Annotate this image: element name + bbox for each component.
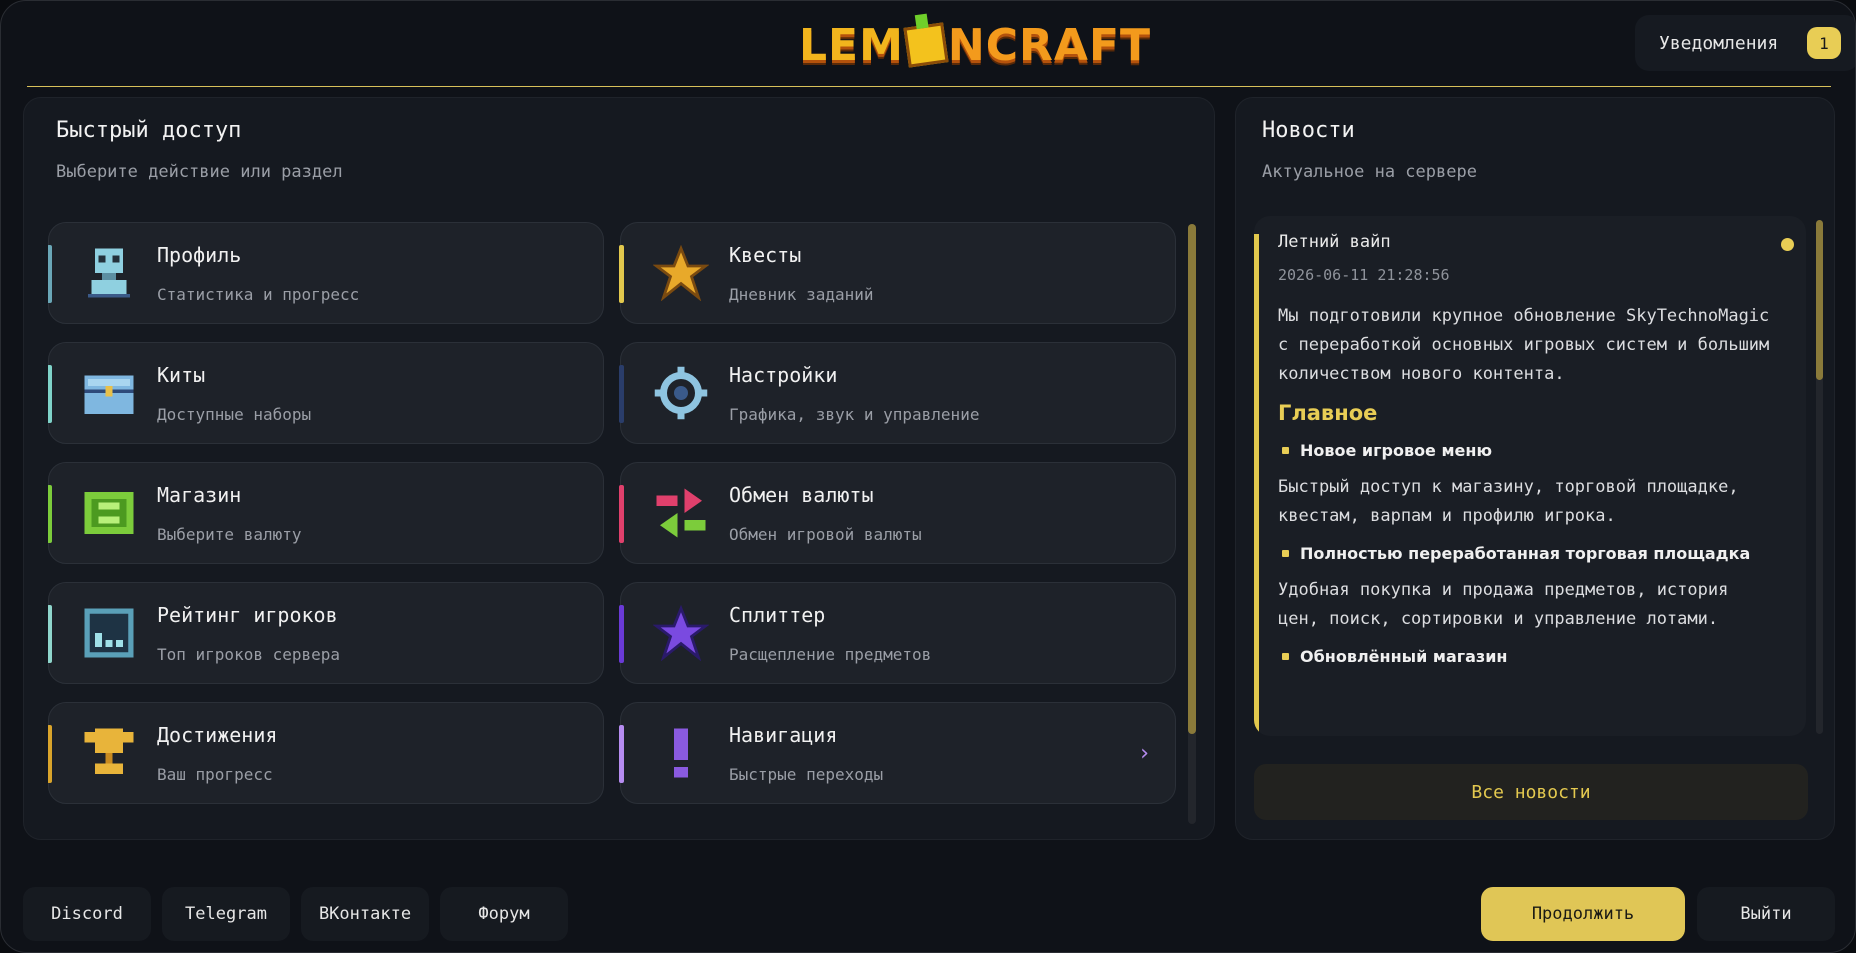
card-accent-bar bbox=[619, 245, 624, 303]
forum-button[interactable]: Форум bbox=[440, 887, 568, 941]
logo-text-left: LEM bbox=[799, 19, 904, 71]
card-title: Квесты bbox=[729, 243, 802, 267]
news-date: 2026-06-11 21:28:56 bbox=[1278, 266, 1450, 284]
telegram-button[interactable]: Telegram bbox=[162, 887, 290, 941]
news-accent-bar bbox=[1254, 234, 1259, 736]
vk-button[interactable]: ВКонтакте bbox=[301, 887, 429, 941]
card-desc: Обмен игровой валюты bbox=[729, 525, 922, 544]
lemoncraft-logo: LEM NCRAFT bbox=[799, 17, 1151, 73]
card-desc: Ваш прогресс bbox=[157, 765, 273, 784]
card-desc: Дневник заданий bbox=[729, 285, 874, 304]
card-splitter[interactable]: Сплиттер Расщепление предметов bbox=[619, 582, 1176, 684]
news-title: Новости bbox=[1262, 118, 1355, 143]
news-bullet: Новое игровое меню bbox=[1278, 436, 1778, 465]
star-purple-icon bbox=[653, 605, 709, 661]
card-leaderboard[interactable]: Рейтинг игроков Топ игроков сервера bbox=[48, 582, 604, 684]
card-desc: Топ игроков сервера bbox=[157, 645, 341, 664]
discord-button[interactable]: Discord bbox=[23, 887, 151, 941]
card-desc: Расщепление предметов bbox=[729, 645, 932, 664]
card-title: Обмен валюты bbox=[729, 483, 874, 507]
card-desc: Доступные наборы bbox=[157, 405, 312, 424]
news-paragraph: Быстрый доступ к магазину, торговой площ… bbox=[1278, 477, 1739, 526]
card-title: Магазин bbox=[157, 483, 242, 507]
card-accent-bar bbox=[48, 485, 52, 543]
continue-button[interactable]: Продолжить bbox=[1481, 887, 1685, 941]
news-bullet: Обновлённый магазин bbox=[1278, 642, 1778, 671]
card-title: Настройки bbox=[729, 363, 838, 387]
exit-button[interactable]: Выйти bbox=[1697, 887, 1835, 941]
quick-access-grid: Профиль Статистика и прогресс Квесты Дне… bbox=[48, 222, 1186, 822]
card-achievements[interactable]: Достижения Ваш прогресс bbox=[48, 702, 604, 804]
news-scrollbar-track[interactable] bbox=[1816, 220, 1823, 734]
card-desc: Выберите валюту bbox=[157, 525, 302, 544]
leaderboard-icon bbox=[84, 608, 134, 658]
card-currency-exchange[interactable]: Обмен валюты Обмен игровой валюты bbox=[619, 462, 1176, 564]
notifications-button[interactable]: Уведомления 1 bbox=[1635, 15, 1855, 71]
news-item[interactable]: Летний вайп 2026-06-11 21:28:56 Мы подго… bbox=[1254, 216, 1806, 736]
card-title: Рейтинг игроков bbox=[157, 603, 338, 627]
card-title: Профиль bbox=[157, 243, 242, 267]
unread-dot bbox=[1781, 238, 1794, 251]
exchange-icon bbox=[656, 488, 706, 538]
news-section-heading: Главное bbox=[1278, 401, 1378, 425]
card-quests[interactable]: Квесты Дневник заданий bbox=[619, 222, 1176, 324]
card-profile[interactable]: Профиль Статистика и прогресс bbox=[48, 222, 604, 324]
card-accent-bar bbox=[619, 725, 624, 783]
notifications-label: Уведомления bbox=[1659, 32, 1779, 54]
profile-icon bbox=[88, 248, 130, 298]
news-intro: Мы подготовили крупное обновление SkyTec… bbox=[1278, 306, 1770, 384]
exclamation-icon bbox=[674, 728, 688, 778]
card-title: Сплиттер bbox=[729, 603, 826, 627]
header: LEM NCRAFT Уведомления 1 bbox=[27, 1, 1855, 87]
news-subtitle: Актуальное на сервере bbox=[1262, 162, 1477, 182]
card-accent-bar bbox=[48, 365, 52, 423]
quick-access-scrollbar-thumb[interactable] bbox=[1188, 224, 1196, 734]
gear-icon bbox=[654, 366, 708, 420]
card-kits[interactable]: Киты Доступные наборы bbox=[48, 342, 604, 444]
card-title: Навигация bbox=[729, 723, 838, 747]
news-panel: Новости Актуальное на сервере Летний вай… bbox=[1235, 97, 1835, 840]
news-headline: Летний вайп bbox=[1278, 232, 1391, 252]
all-news-button[interactable]: Все новости bbox=[1254, 764, 1808, 820]
news-bullet: Полностью переработанная торговая площад… bbox=[1278, 539, 1778, 568]
notifications-count-badge: 1 bbox=[1807, 27, 1841, 59]
card-title: Киты bbox=[157, 363, 206, 387]
card-settings[interactable]: Настройки Графика, звук и управление bbox=[619, 342, 1176, 444]
quick-access-panel: Быстрый доступ Выберите действие или раз… bbox=[23, 97, 1215, 840]
lemon-cube-icon bbox=[903, 22, 949, 68]
card-title: Достижения bbox=[157, 723, 278, 747]
star-gold-icon bbox=[653, 245, 709, 301]
quick-access-title: Быстрый доступ bbox=[56, 118, 242, 143]
quick-access-subtitle: Выберите действие или раздел bbox=[56, 162, 343, 182]
chevron-right-icon: › bbox=[1137, 741, 1151, 766]
card-desc: Статистика и прогресс bbox=[157, 285, 360, 304]
card-accent-bar bbox=[619, 485, 624, 543]
card-desc: Графика, звук и управление bbox=[729, 405, 980, 424]
trophy-icon bbox=[84, 728, 134, 774]
card-navigation[interactable]: Навигация Быстрые переходы › bbox=[619, 702, 1176, 804]
news-scrollbar-thumb[interactable] bbox=[1816, 220, 1823, 380]
card-accent-bar bbox=[619, 605, 624, 663]
logo-text-right: NCRAFT bbox=[947, 19, 1152, 71]
news-paragraph: Удобная покупка и продажа предметов, ист… bbox=[1278, 580, 1729, 629]
chest-icon bbox=[84, 375, 134, 414]
card-accent-bar bbox=[48, 605, 52, 663]
card-accent-bar bbox=[48, 725, 52, 783]
card-desc: Быстрые переходы bbox=[729, 765, 884, 784]
card-accent-bar bbox=[48, 245, 52, 303]
shop-icon bbox=[84, 492, 134, 534]
card-accent-bar bbox=[619, 365, 624, 423]
card-shop[interactable]: Магазин Выберите валюту bbox=[48, 462, 604, 564]
